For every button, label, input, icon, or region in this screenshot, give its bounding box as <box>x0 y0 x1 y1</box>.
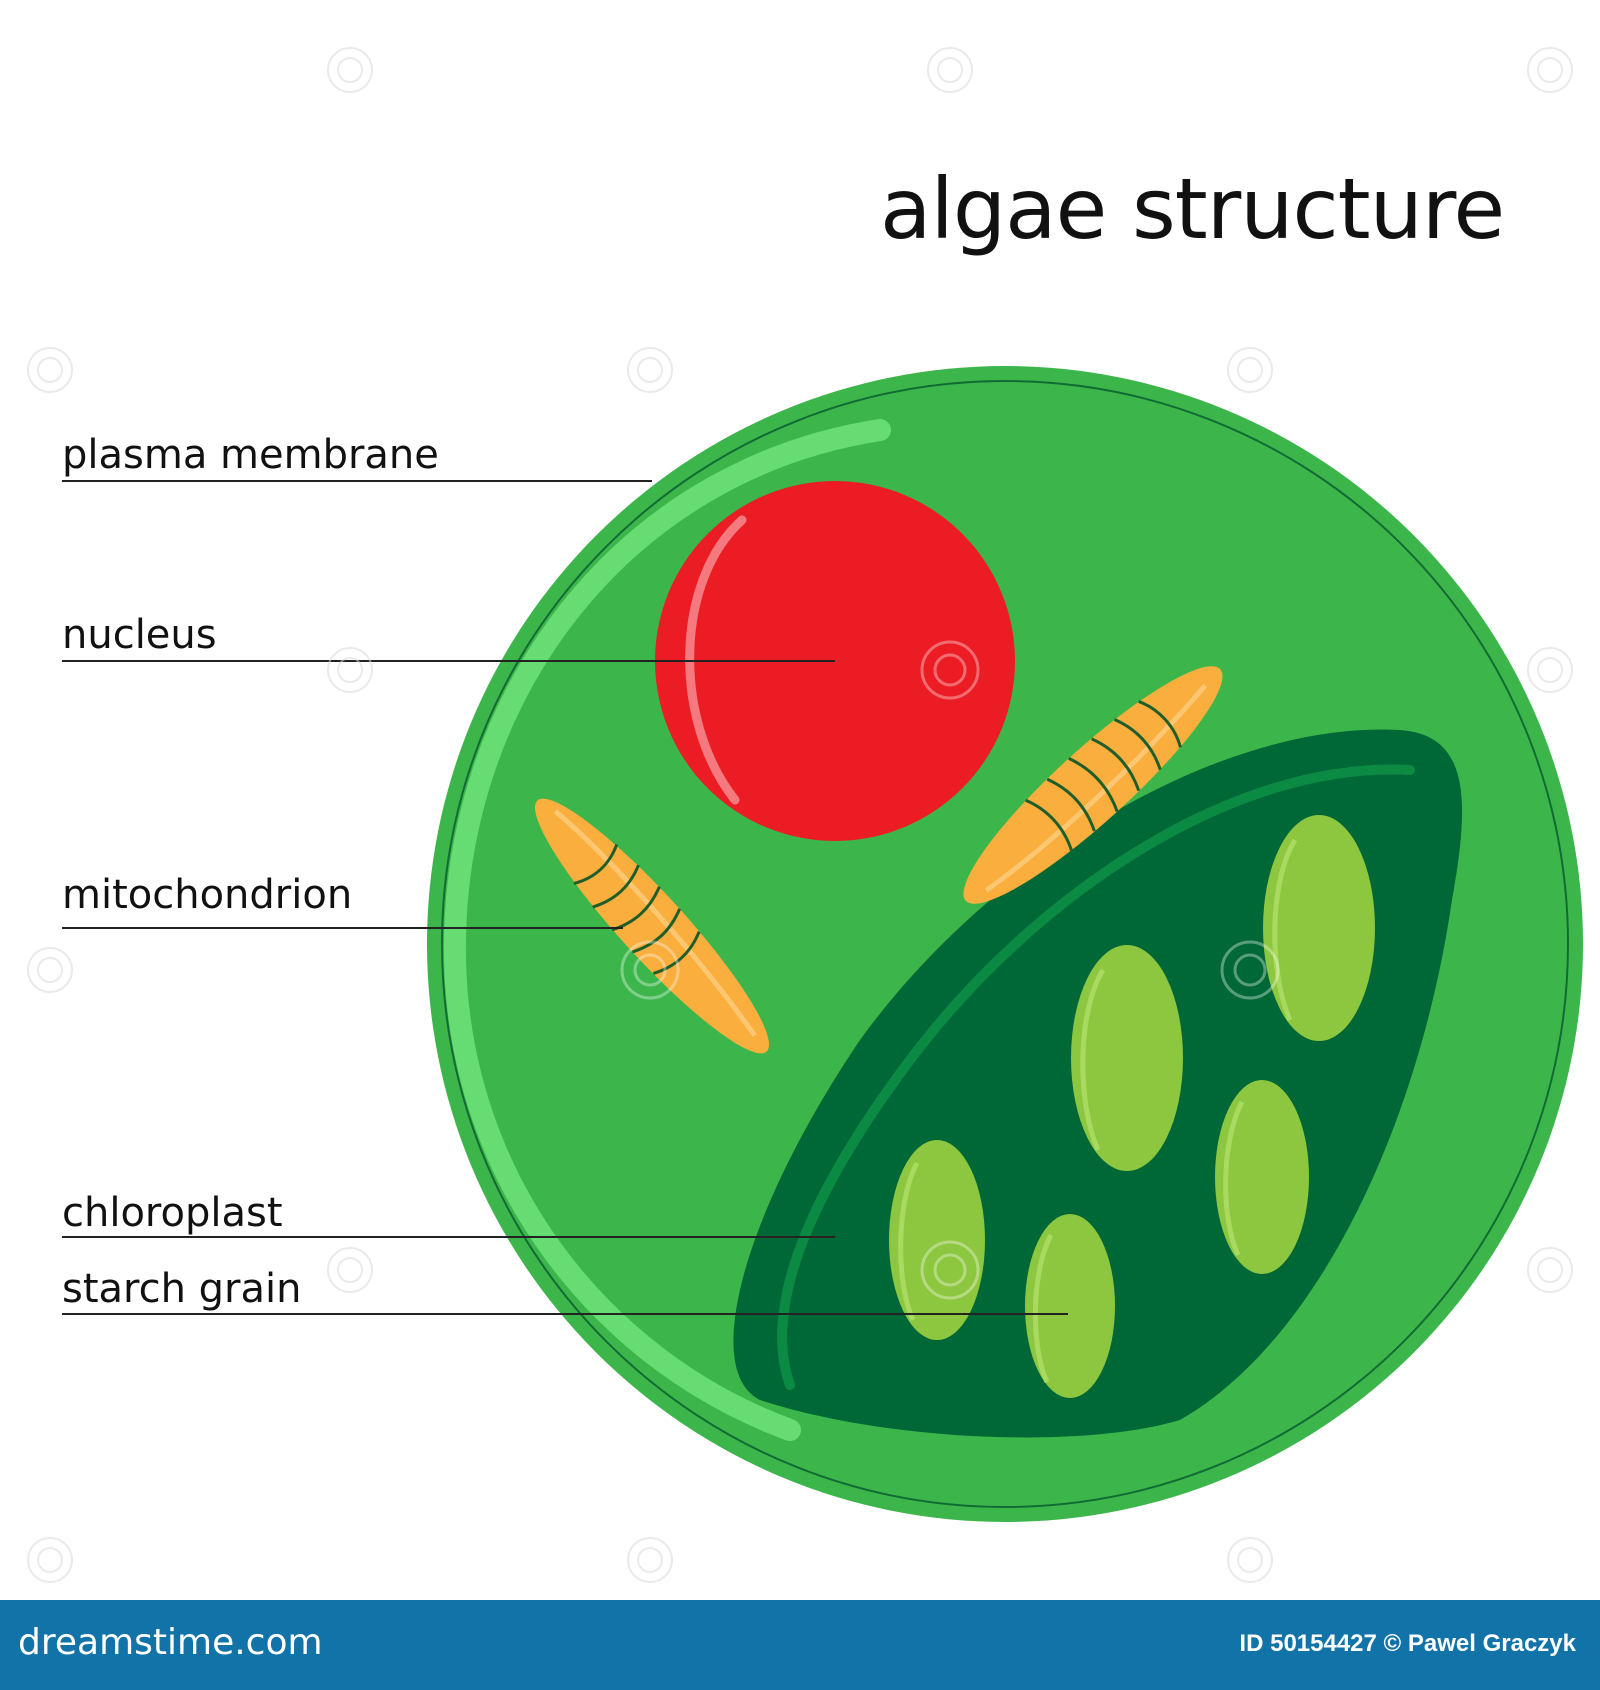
footer-credit: ID 50154427 © Pawel Graczyk <box>1239 1630 1576 1657</box>
watermark-pattern <box>27 47 1573 1583</box>
label-plasma-membrane: plasma membrane <box>62 432 439 478</box>
plasma-membrane <box>441 380 1569 1508</box>
label-chloroplast: chloroplast <box>62 1190 283 1236</box>
starch-grain <box>1025 1214 1115 1398</box>
watermark-pattern-on-cell <box>620 640 1280 1300</box>
starch-grain <box>1215 1080 1309 1274</box>
mitochondrion <box>963 666 1223 904</box>
starch-grain <box>1071 945 1183 1171</box>
cell-rim-highlight <box>443 419 891 1441</box>
algae-cell-diagram <box>27 47 1583 1583</box>
starch-grain <box>1263 815 1375 1041</box>
starch-grain <box>889 1140 985 1340</box>
footer-bar: dreamstime.com ID 50154427 © Pawel Gracz… <box>0 1600 1600 1690</box>
diagram-title: algae structure <box>880 160 1505 258</box>
footer-logo[interactable]: dreamstime.com <box>18 1622 323 1663</box>
label-starch-grain: starch grain <box>62 1266 302 1312</box>
label-mitochondrion: mitochondrion <box>62 872 353 918</box>
label-nucleus: nucleus <box>62 612 217 658</box>
starch-grains <box>889 815 1375 1398</box>
